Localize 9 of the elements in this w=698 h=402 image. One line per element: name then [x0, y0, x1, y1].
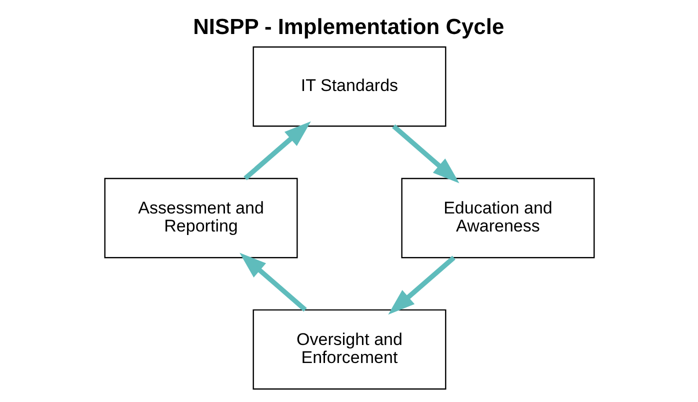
node-box: Oversight and Enforcement: [252, 309, 446, 390]
arrow: [243, 121, 310, 180]
node-box: Education and Awareness: [400, 178, 594, 258]
node-box: IT Standards: [252, 46, 446, 127]
arrow: [392, 124, 459, 184]
arrow: [388, 256, 455, 315]
node-box: Assessment and Reporting: [104, 178, 298, 258]
arrow: [239, 252, 306, 312]
diagram-title: NISPP - Implementation Cycle: [192, 14, 504, 40]
